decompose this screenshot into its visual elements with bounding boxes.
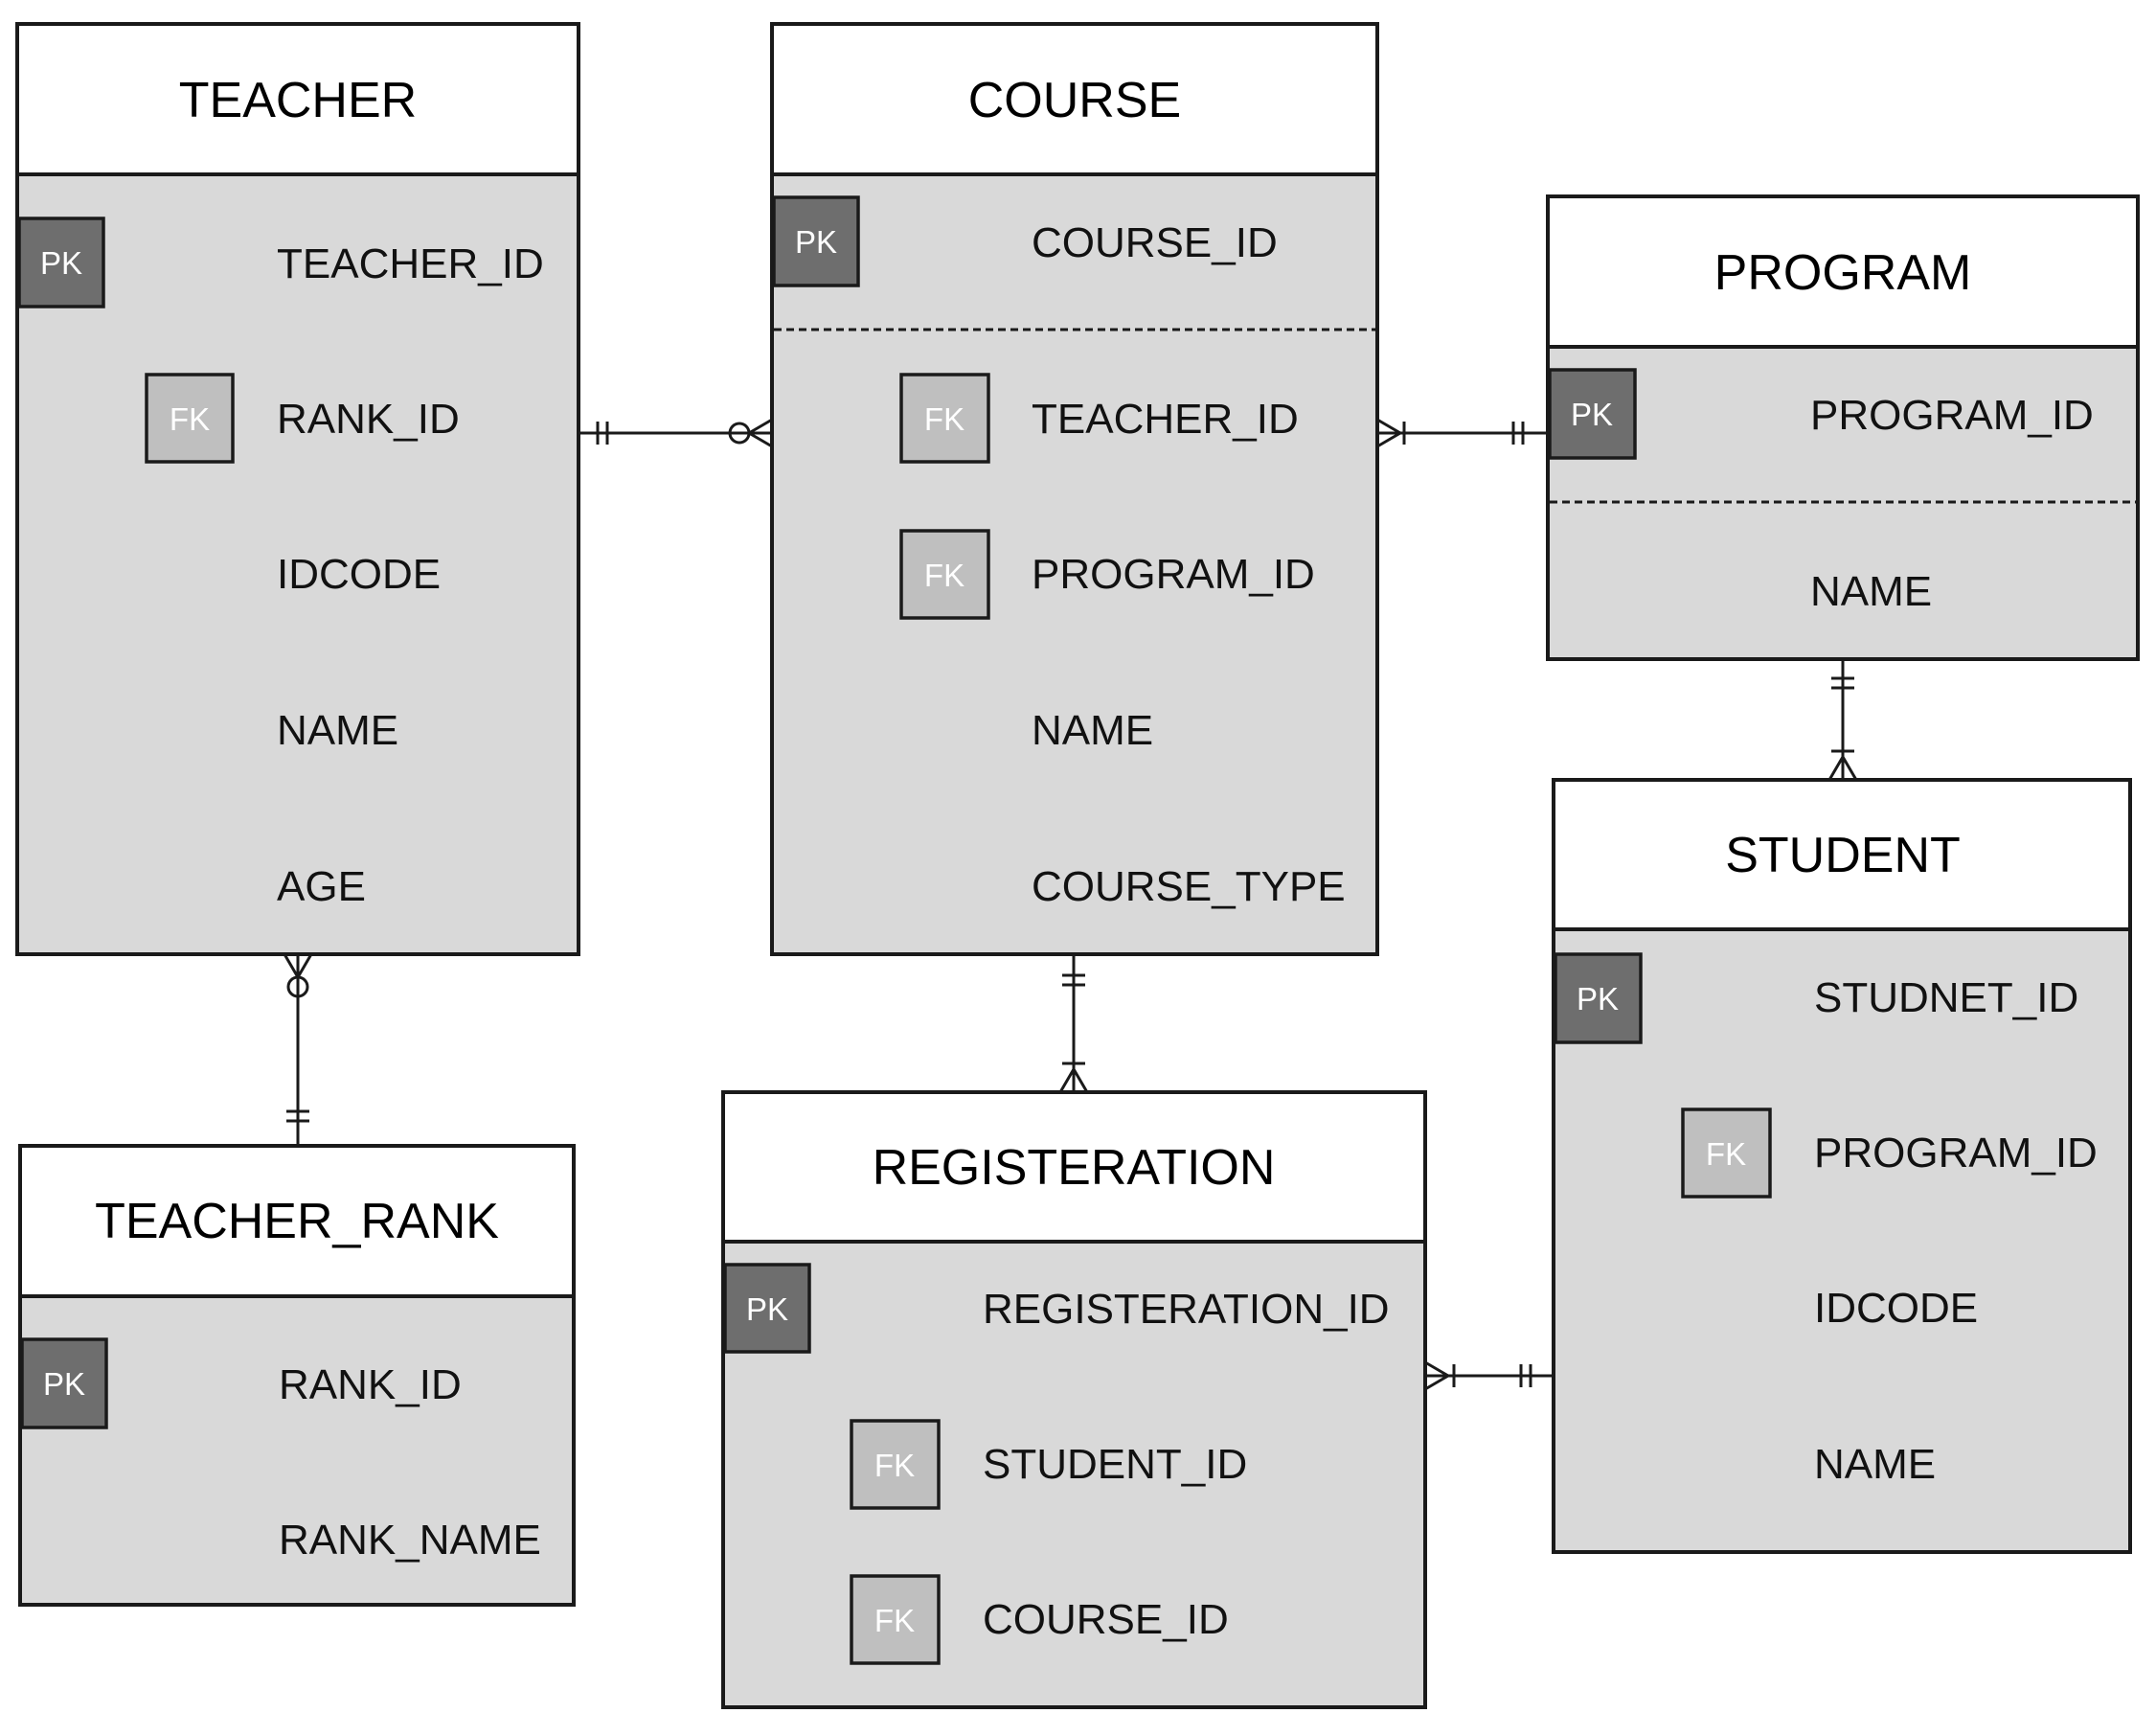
entity-title: TEACHER <box>179 73 417 128</box>
attribute-course-id: COURSE_ID <box>983 1596 1229 1643</box>
pk-label: PK <box>746 1291 788 1327</box>
entity-title: TEACHER_RANK <box>95 1194 499 1249</box>
relationship-course-registeration <box>1058 954 1089 1093</box>
attribute-name: NAME <box>277 707 398 754</box>
attribute-idcode: IDCODE <box>1814 1285 1978 1332</box>
relationship-program-student <box>1827 659 1858 781</box>
fk-label: FK <box>170 401 210 437</box>
attribute-teacher-id: TEACHER_ID <box>277 240 544 287</box>
attribute-program-id: PROGRAM_ID <box>1032 551 1315 598</box>
relationship-teacher-teacher-rank <box>283 953 313 1146</box>
entity-registeration[interactable]: REGISTERATION PK REGISTERATION_ID FK STU… <box>721 1090 1427 1709</box>
attribute-studnet-id: STUDNET_ID <box>1814 974 2078 1021</box>
attribute-name: NAME <box>1032 707 1153 754</box>
relationship-course-program <box>1376 418 1548 448</box>
pk-badge <box>17 217 105 308</box>
pk-label: PK <box>1577 981 1619 1016</box>
fk-label: FK <box>1706 1136 1746 1172</box>
pk-badge <box>723 1263 811 1354</box>
attribute-program-id: PROGRAM_ID <box>1810 392 2094 439</box>
fk-badge <box>1681 1108 1772 1199</box>
attribute-idcode: IDCODE <box>277 551 441 598</box>
pk-badge <box>1548 368 1637 460</box>
attribute-name: NAME <box>1814 1441 1936 1488</box>
fk-badge <box>899 529 990 620</box>
attribute-student-id: STUDENT_ID <box>983 1441 1247 1488</box>
entity-title: REGISTERATION <box>873 1140 1276 1196</box>
entity-teacher[interactable]: TEACHER PK TEACHER_ID FK RANK_ID IDCODE … <box>15 22 580 956</box>
entity-student[interactable]: STUDENT PK STUDNET_ID FK PROGRAM_ID IDCO… <box>1552 778 2132 1554</box>
fk-label: FK <box>924 558 965 593</box>
fk-badge <box>899 373 990 464</box>
attribute-age: AGE <box>277 863 366 910</box>
attribute-rank-id: RANK_ID <box>279 1361 462 1408</box>
entity-title: COURSE <box>968 73 1181 128</box>
fk-label: FK <box>924 401 965 437</box>
pk-badge <box>20 1337 108 1429</box>
attribute-teacher-id: TEACHER_ID <box>1032 396 1299 443</box>
attribute-name: NAME <box>1810 568 1932 615</box>
fk-badge <box>145 373 235 464</box>
attribute-rank-id: RANK_ID <box>277 396 460 443</box>
attribute-rank-name: RANK_NAME <box>279 1517 541 1564</box>
attribute-course-id: COURSE_ID <box>1032 219 1278 266</box>
fk-label: FK <box>874 1448 915 1483</box>
fk-badge <box>850 1419 941 1510</box>
pk-label: PK <box>40 245 82 281</box>
entity-title: STUDENT <box>1725 828 1961 883</box>
pk-label: PK <box>795 224 837 260</box>
attribute-course-type: COURSE_TYPE <box>1032 863 1346 910</box>
fk-badge <box>850 1574 941 1665</box>
entity-course[interactable]: COURSE PK COURSE_ID FK TEACHER_ID FK PRO… <box>770 22 1379 956</box>
relationship-teacher-course <box>579 418 773 448</box>
attribute-registeration-id: REGISTERATION_ID <box>983 1286 1390 1333</box>
attribute-program-id: PROGRAM_ID <box>1814 1130 2098 1176</box>
pk-badge <box>1554 952 1643 1044</box>
pk-label: PK <box>1571 397 1613 432</box>
entity-teacher-rank[interactable]: TEACHER_RANK PK RANK_ID RANK_NAME <box>18 1144 576 1607</box>
entity-program[interactable]: PROGRAM PK PROGRAM_ID NAME <box>1546 194 2140 661</box>
entity-title: PROGRAM <box>1714 245 1972 301</box>
pk-label: PK <box>43 1366 85 1402</box>
pk-badge <box>772 195 860 287</box>
fk-label: FK <box>874 1603 915 1638</box>
relationship-registeration-student <box>1424 1360 1554 1391</box>
